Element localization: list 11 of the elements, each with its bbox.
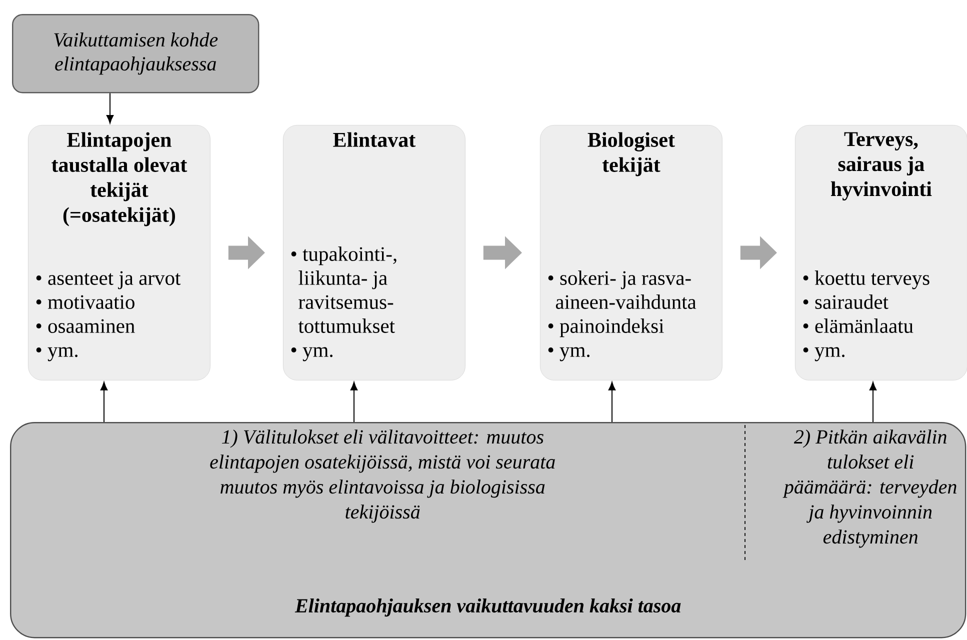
arrow bbox=[100, 382, 108, 422]
factor-box: Biologiset tekijät • sokeri- ja rasva-aineen-vaihdunta • painoindeksi • ym. bbox=[540, 125, 722, 380]
target-box: Vaikuttamisen kohde elintapaohjauksessa bbox=[12, 14, 260, 94]
arrow bbox=[608, 382, 616, 422]
arrow bbox=[350, 382, 358, 422]
factor-box: Terveys, sairaus ja hyvinvointi • koettu terveys • sairaudet • elämänlaatu • ym. bbox=[795, 125, 967, 380]
factor-box: Elintavat • tupakointi-, liikunta- ja ravitsemus-tottumukset • ym. bbox=[283, 125, 466, 380]
arrow bbox=[869, 382, 877, 422]
factor-box: Elintapojen taustalla olevat tekijät (=osatekijät) • asenteet ja arvot • motivaatio • osaaminen • ym. bbox=[28, 125, 210, 380]
outcome-panel: 1) Välitulokset eli välitavoitteet: muutos elintapojen osatekijöissä, mistä voi seurata muutos myös elintavoissa ja biologisissa tekijöissä 2) Pitkän aikavälin tulokset eli päämäärä: terveyden ja hyvinvoinnin edistyminen Elintapaohjauksen vaikuttavuuden kaksi tasoa bbox=[10, 422, 966, 638]
arrow bbox=[106, 92, 114, 124]
